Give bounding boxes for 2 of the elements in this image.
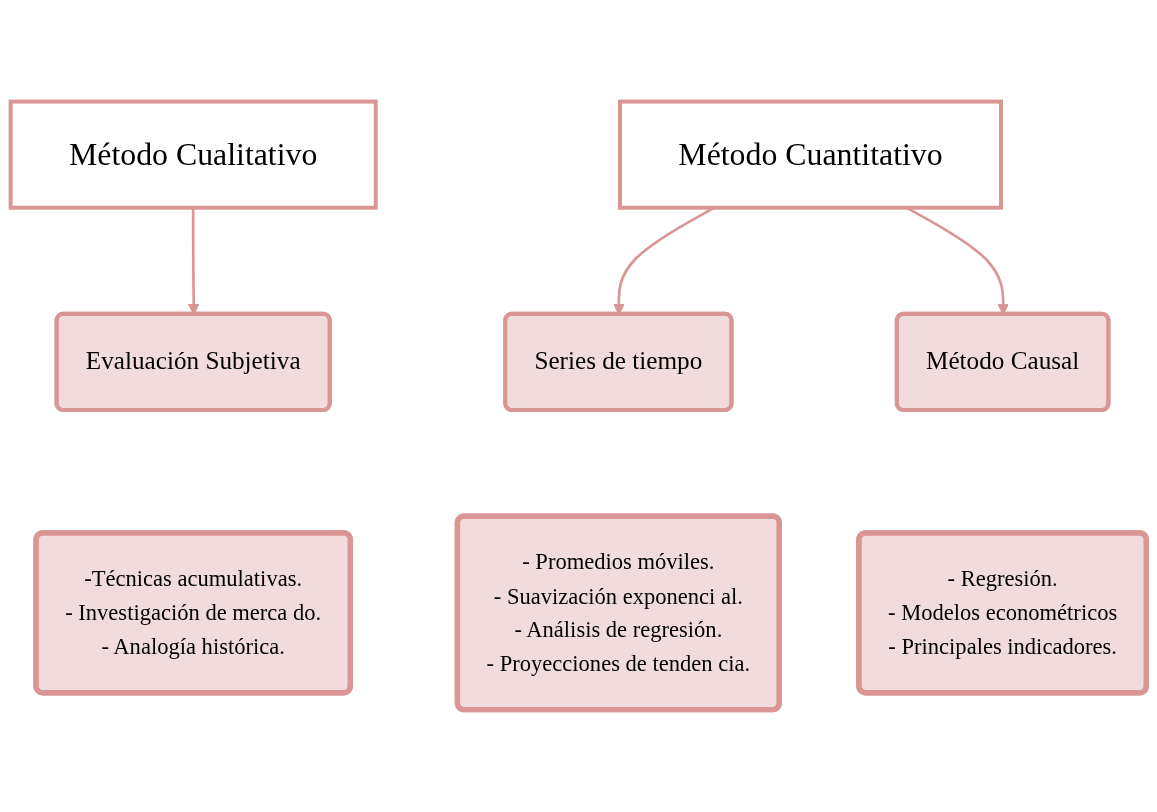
node-box: Método Cuantitativo <box>618 100 1003 211</box>
node-box: Método Cualitativo <box>8 100 378 211</box>
